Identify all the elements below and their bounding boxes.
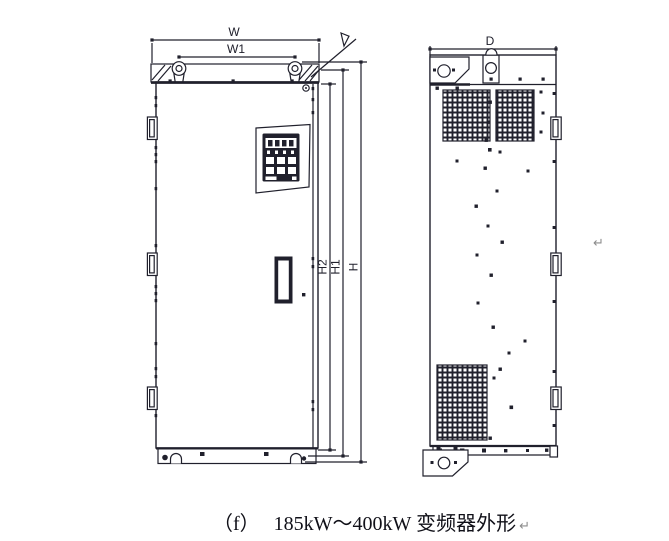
- front-view: W W1: [146, 25, 367, 465]
- base-screws: [162, 452, 307, 461]
- dim-label-H2: H2: [316, 259, 330, 275]
- vent-grille-bottom: [436, 364, 488, 441]
- dim-label-H: H: [347, 263, 361, 272]
- keypad-buttons: [265, 157, 297, 180]
- dim-label-W1: W1: [227, 42, 245, 56]
- vent-grille-top-left: [442, 89, 491, 142]
- dim-mounting-width: W1: [177, 42, 297, 59]
- base-notch-right: [289, 452, 303, 464]
- lifting-eye-right: [287, 61, 303, 83]
- door-handle: [274, 256, 293, 304]
- side-rear-foot: [549, 445, 559, 458]
- side-base: [422, 444, 559, 477]
- door-gap-marks: [302, 87, 315, 412]
- dim-overall-width: W: [150, 25, 321, 63]
- caption-text: 185kW～400kW 变频器外形: [273, 513, 517, 535]
- hinge-bottom: [146, 386, 158, 411]
- stray-paragraph-mark-icon: ↵: [593, 236, 604, 251]
- detail-callout-flag: [310, 32, 357, 78]
- base-notch-left: [169, 452, 183, 464]
- side-lifting-eye-tab: [482, 48, 500, 84]
- dim-label-D: D: [486, 34, 495, 48]
- left-edge-marks: [154, 96, 158, 418]
- side-screw-dots: [435, 77, 556, 440]
- front-base: [156, 447, 318, 465]
- hinge-middle: [146, 252, 158, 277]
- side-hinge-top: [550, 116, 562, 141]
- keypad-display: [265, 138, 297, 148]
- paragraph-mark-icon: ↵: [519, 519, 530, 534]
- lifting-eye-left: [171, 61, 187, 83]
- keypad-leds: [267, 150, 294, 154]
- side-view: D: [422, 34, 562, 477]
- vent-grille-top-right: [495, 89, 535, 142]
- dim-body-height-H2: H2: [316, 82, 336, 452]
- side-lifting-lug-plate: [429, 56, 470, 84]
- dim-overall-height-H: H: [302, 60, 367, 464]
- dim-label-W: W: [228, 25, 240, 39]
- caption-index: （f）: [213, 513, 260, 535]
- side-hinge-middle: [550, 252, 562, 277]
- figure-caption: （f） 185kW～400kW 变频器外形↵: [213, 507, 530, 536]
- display-digits: [268, 140, 294, 147]
- side-hinges: [550, 116, 562, 411]
- door-hinges: [146, 116, 158, 411]
- side-caster-plate: [422, 449, 469, 477]
- keypad-recess: [255, 123, 311, 194]
- side-hinge-bottom: [550, 386, 562, 411]
- keypad-panel: [255, 123, 311, 194]
- dim-label-H1: H1: [329, 259, 343, 275]
- dim-frame-height-H1: H1: [308, 68, 349, 458]
- screw-head: [302, 84, 310, 92]
- hinge-top: [146, 116, 158, 141]
